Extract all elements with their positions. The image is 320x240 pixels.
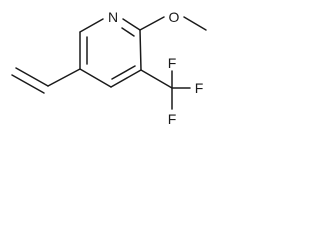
bond-c3-cf3 xyxy=(140,69,173,89)
trifluoromethyl-group xyxy=(140,69,191,110)
nitrogen-label: N xyxy=(108,9,118,25)
bond-vinyl-double-inner xyxy=(11,74,45,94)
fluorine-bottom-label: F xyxy=(168,111,177,127)
bond-c2-n-inner xyxy=(121,27,135,37)
bond-c4-c3 xyxy=(110,69,142,88)
bond-vinyl-double xyxy=(15,67,49,87)
bond-c5-vinyl xyxy=(47,68,81,87)
bond-c4-c3-inner xyxy=(111,65,136,80)
chemical-structure: N O F F F xyxy=(11,9,207,127)
pyridine-ring xyxy=(79,18,142,88)
methoxy-group xyxy=(139,16,207,31)
fluorine-right-label: F xyxy=(195,80,204,96)
bond-c5-c4 xyxy=(79,68,112,88)
bond-n-c6 xyxy=(79,18,104,33)
vinyl-group xyxy=(11,67,81,94)
oxygen-label: O xyxy=(169,9,180,25)
bond-c2-n xyxy=(122,18,141,31)
bond-o-ch3 xyxy=(183,16,207,31)
bond-c3-c2 xyxy=(139,29,142,71)
fluorine-top-label: F xyxy=(168,55,177,71)
bond-c2-o xyxy=(139,16,165,31)
